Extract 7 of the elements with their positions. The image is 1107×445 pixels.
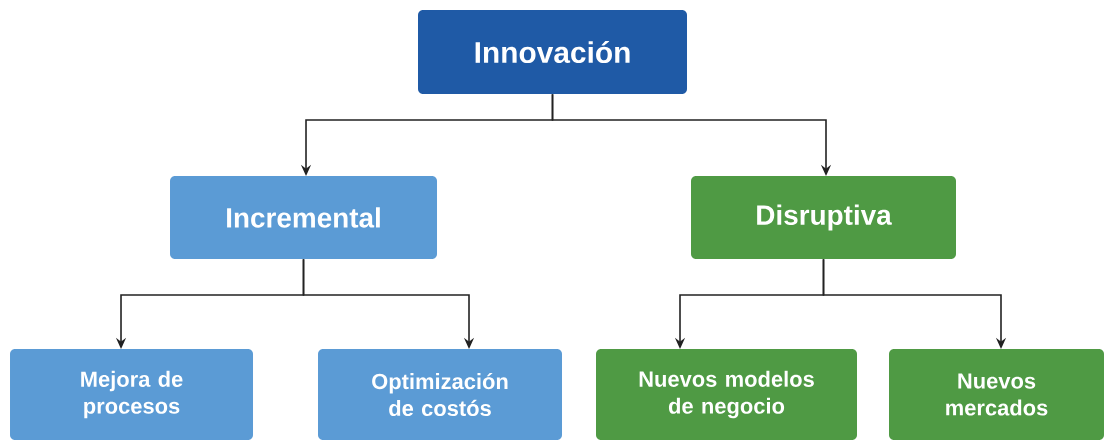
subcategory-box: Optimización de costós: [318, 349, 562, 440]
subcategory-box: Nuevos modelos de negocio: [596, 349, 857, 440]
category-box: Disruptiva: [691, 176, 956, 259]
root-box: Innovación: [418, 10, 687, 94]
category-box: Incremental: [170, 176, 437, 259]
subcategory-box: Mejora de procesos: [10, 349, 253, 440]
subcategory-box: Nuevos mercados: [889, 349, 1104, 440]
